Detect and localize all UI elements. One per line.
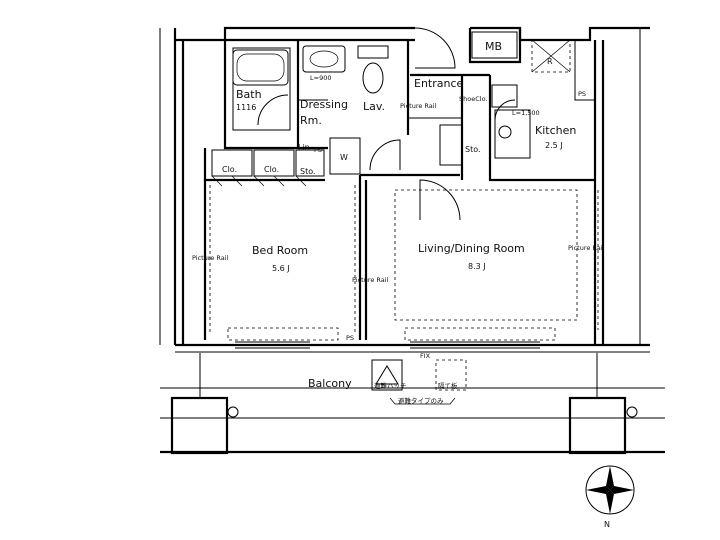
label-dressing-2: Rm. bbox=[300, 114, 322, 127]
annotations: MB ShoeClo. Sto. Sto. Clo. Clo. Lin PS P… bbox=[192, 31, 605, 405]
label-r-mark: R bbox=[547, 57, 553, 66]
label-ps-kitchen: PS bbox=[578, 90, 586, 98]
label-l900: L=900 bbox=[310, 74, 331, 82]
label-balcony-note-2: 隔て板 bbox=[438, 381, 458, 390]
label-bath-size: 1116 bbox=[236, 103, 256, 112]
label-kitchen-size: 2.5 J bbox=[545, 141, 563, 150]
label-l1500: L=1,500 bbox=[512, 109, 540, 117]
label-clo-1: Clo. bbox=[222, 165, 237, 174]
label-fix: FIX bbox=[420, 352, 431, 360]
label-dressing: Dressing bbox=[300, 98, 348, 111]
label-balcony-caption: 避難タイプのみ bbox=[398, 396, 444, 405]
washer-mark: W bbox=[340, 153, 348, 162]
kitchen-counter bbox=[439, 84, 531, 166]
label-sto-entry: Sto. bbox=[465, 145, 481, 154]
label-sto-bed: Sto. bbox=[300, 167, 316, 176]
compass-north-label: N bbox=[604, 520, 610, 529]
label-picture-rail-living: Picture Rail bbox=[568, 244, 605, 252]
label-lav: Lav. bbox=[363, 100, 385, 113]
label-picture-rail-bed: Picture Rail bbox=[192, 254, 229, 262]
label-bedroom-size: 5.6 J bbox=[272, 264, 290, 273]
label-balcony-note: 避難ハッチ bbox=[374, 381, 407, 390]
label-picture-rail-entry: Picture Rail bbox=[400, 102, 437, 110]
dashed-lines bbox=[209, 39, 599, 341]
walls: W bbox=[159, 26, 665, 455]
compass-icon: N bbox=[585, 465, 635, 529]
doors bbox=[257, 27, 516, 221]
label-living-size: 8.3 J bbox=[468, 262, 486, 271]
label-bedroom: Bed Room bbox=[252, 244, 308, 257]
label-entrance: Entrance bbox=[414, 77, 464, 90]
label-balcony: Balcony bbox=[308, 377, 352, 390]
label-lin: Lin bbox=[298, 143, 310, 152]
label-bath: Bath bbox=[236, 88, 262, 101]
balcony-fixtures bbox=[371, 359, 467, 405]
label-ps-bed: PS bbox=[346, 334, 354, 342]
label-kitchen: Kitchen bbox=[535, 124, 576, 137]
label-mb: MB bbox=[485, 40, 502, 53]
label-picture-rail-center: Picture Rail bbox=[352, 276, 389, 284]
label-ps-lin: PS bbox=[314, 146, 322, 154]
label-clo-2: Clo. bbox=[264, 165, 279, 174]
label-shoe-closet: ShoeClo. bbox=[459, 95, 488, 103]
label-living: Living/Dining Room bbox=[418, 242, 525, 255]
room-labels: Bath 1116 Dressing Rm. Lav. Entrance Kit… bbox=[236, 77, 576, 390]
